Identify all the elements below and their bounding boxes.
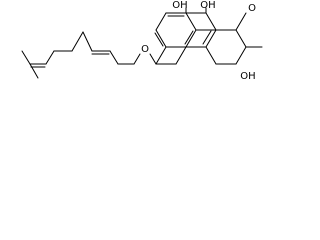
bond xyxy=(21,50,31,65)
bond xyxy=(185,29,197,48)
bond xyxy=(175,46,187,65)
geranyl-chain xyxy=(21,31,157,79)
bond xyxy=(202,30,212,45)
bond xyxy=(155,46,167,65)
bond xyxy=(205,29,217,48)
bond xyxy=(155,12,167,31)
bond xyxy=(109,50,119,65)
bond xyxy=(45,50,55,65)
aromatic-ring-middle xyxy=(185,12,217,48)
bond xyxy=(154,32,164,47)
aromatic-ring-left xyxy=(154,12,197,65)
bond xyxy=(71,31,84,52)
bond xyxy=(184,30,194,45)
atom-label-ether-o: O xyxy=(141,44,149,55)
atom-label-oh-tertiary: OH xyxy=(240,71,255,82)
cyclohexanone-ring xyxy=(205,12,263,65)
bond xyxy=(235,29,247,48)
bond xyxy=(29,63,39,79)
bond xyxy=(235,12,247,31)
bond xyxy=(205,46,217,65)
bond xyxy=(133,53,141,65)
bond xyxy=(185,12,197,31)
bond xyxy=(235,46,247,65)
structure-diagram: OH OH O O OH xyxy=(0,0,276,82)
bond xyxy=(149,53,157,65)
bond xyxy=(82,31,93,52)
atom-label-oh-right: OH xyxy=(200,0,215,11)
molecule-drawing: OH OH O O OH xyxy=(21,0,263,82)
atom-label-oh-left: OH xyxy=(172,0,187,11)
bond xyxy=(205,12,217,31)
bond xyxy=(155,29,167,48)
atom-label-ketone-o: O xyxy=(248,3,256,14)
